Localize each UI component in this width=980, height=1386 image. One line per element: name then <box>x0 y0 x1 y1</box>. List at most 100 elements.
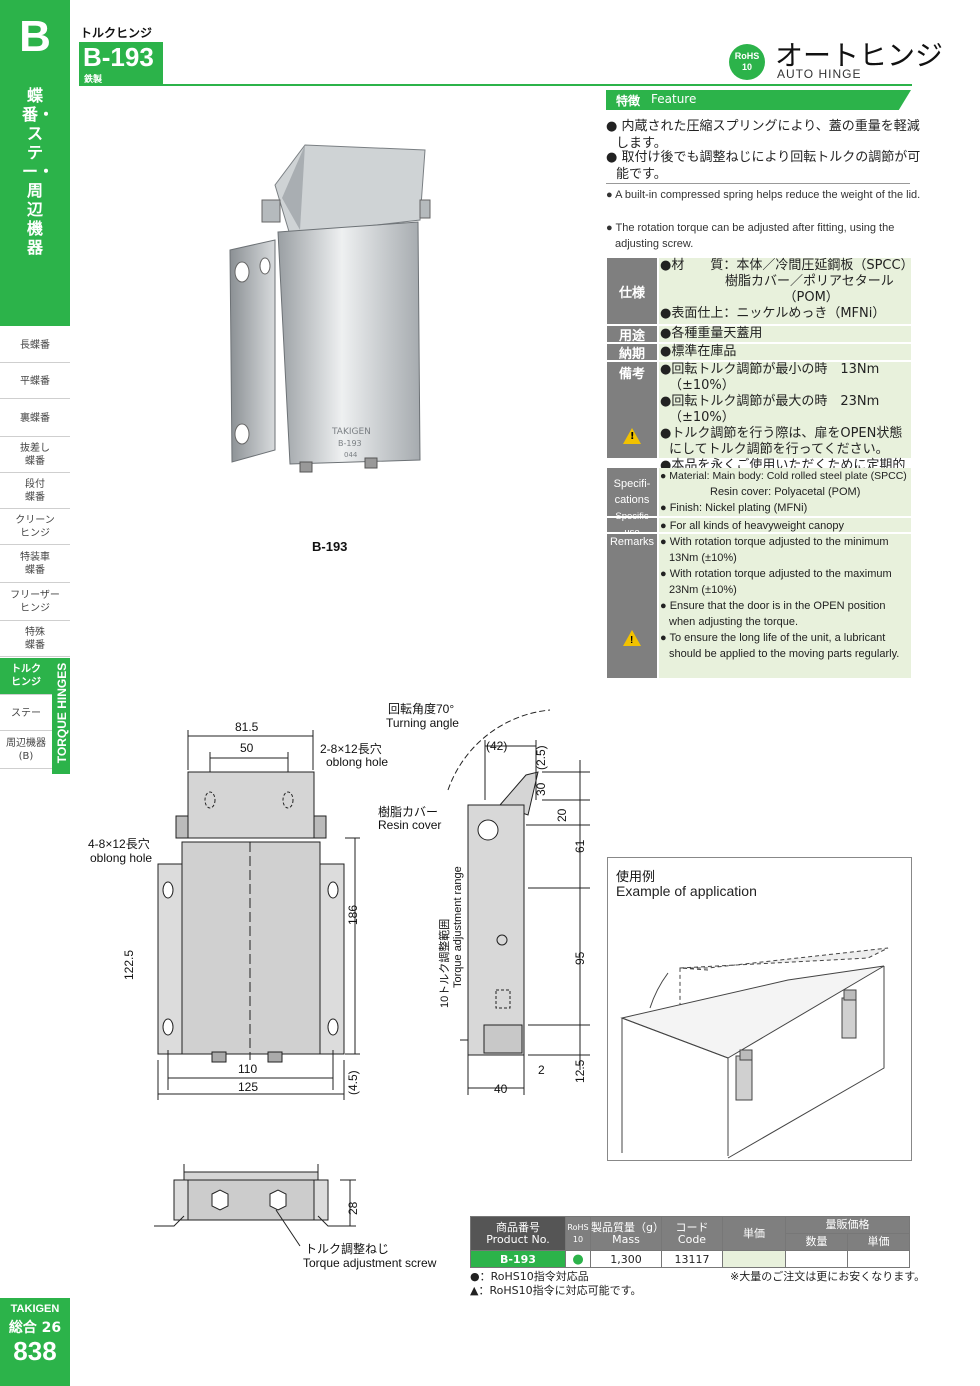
feature-divider <box>606 183 910 184</box>
warning-icon <box>623 428 641 444</box>
use-value: ●各種重量天蓋用 <box>659 326 911 342</box>
dim-122-5: 122.5 <box>122 949 136 980</box>
model-code: B-193 <box>83 42 154 72</box>
header-divider <box>160 84 912 86</box>
col-code: コード Code <box>661 1216 723 1251</box>
dim-95: 95 <box>573 951 587 965</box>
product-photo: TAKIGEN B-193 044 <box>229 144 431 473</box>
page-number: 838 <box>13 1336 57 1366</box>
category-sidebar: B 蝶番・ステー・周辺機器 長蝶番 平蝶番 裏蝶番 抜差し 蝶番 段付 蝶番 ク… <box>0 0 70 1386</box>
feature-jp-1: ● 内蔵された圧縮スプリングにより、蓋の重量を軽減します。 <box>606 119 920 151</box>
slot-side-label-en: oblong hole <box>90 851 153 865</box>
cell-code: 13117 <box>661 1250 723 1268</box>
dim-20: 20 <box>555 808 569 822</box>
use-label: 用途 <box>607 326 657 344</box>
col-volume-price: 量販価格 <box>785 1216 910 1234</box>
brand-name: TAKIGEN <box>10 1303 60 1315</box>
angle-label-en: Turning angle <box>386 716 459 730</box>
category-title: トルクヒンジ <box>80 26 153 40</box>
col-product: 商品番号 Product No. <box>470 1216 566 1251</box>
sidebar-item-vehicle-hinge[interactable]: 特装車 蝶番 <box>0 546 70 583</box>
feature-header: 特徴 Feature <box>606 90 911 110</box>
use-value-en: ● For all kinds of heavyweight canopy <box>659 518 911 532</box>
application-label: 使用例 <box>616 870 656 885</box>
dim-40: 40 <box>494 1082 508 1096</box>
use-label-en: Specific use <box>607 511 657 538</box>
sidebar-item-special-hinge[interactable]: 特殊 蝶番 <box>0 622 70 657</box>
sidebar-item-stay[interactable]: ステー <box>0 696 52 731</box>
dim-42: (42) <box>486 739 508 753</box>
material-label: 鉄製 <box>84 75 103 85</box>
col-mass: 製品質量（g） Mass <box>590 1216 664 1251</box>
feature-jp-2: ● 取付け後でも調整ねじにより回転トルクの調節が可能です。 <box>606 150 921 182</box>
sidebar-item-concealed-hinge[interactable]: 裏蝶番 <box>0 400 70 437</box>
dim-2: 2 <box>538 1063 545 1077</box>
cell-product: B-193 <box>470 1250 566 1268</box>
note-rohs-ok: ●：RoHS10指令対応品 <box>470 1270 589 1283</box>
model-badge: B-193 鉄製 <box>79 42 163 86</box>
sidebar-item-flat-hinge[interactable]: 平蝶番 <box>0 364 70 399</box>
dim-110: 110 <box>238 1062 258 1076</box>
sidebar-item-clean-hinge[interactable]: クリーン ヒンジ <box>0 510 70 545</box>
resin-cover-label-en: Resin cover <box>378 818 442 832</box>
sidebar-item-freezer-hinge[interactable]: フリーザー ヒンジ <box>0 584 70 621</box>
dim-4-5: (4.5) <box>346 1070 360 1095</box>
adjust-screw-label: トルク調整ねじ <box>305 1242 390 1256</box>
sidebar-item-peripherals[interactable]: 周辺機器 (B) <box>0 732 52 769</box>
order-table: 商品番号 Product No. RoHS 10 製品質量（g） Mass コー… <box>470 1216 910 1268</box>
col-rohs: RoHS 10 <box>565 1216 591 1251</box>
feature-label-en: Feature <box>651 92 697 106</box>
dim-81-5: 81.5 <box>235 720 259 734</box>
dim-61: 61 <box>573 839 587 853</box>
dim-12-5: 12.5 <box>573 1059 587 1083</box>
cell-mass: 1,300 <box>590 1250 662 1268</box>
warning-icon-en <box>623 630 641 649</box>
rohs-number: 10 <box>741 62 752 72</box>
dim-28: 28 <box>346 1201 360 1215</box>
slot-top-label: 2-8×12長穴 <box>320 742 382 756</box>
photo-stamp-model: B-193 <box>338 439 362 448</box>
cell-qty <box>785 1250 848 1268</box>
section-vertical-tab: TORQUE HINGES <box>52 658 70 774</box>
sidebar-item-long-hinge[interactable]: 長蝶番 <box>0 328 70 363</box>
slot-side-label: 4-8×12長穴 <box>88 837 150 851</box>
torque-range-label: 10トルク調整範囲 <box>439 918 451 1008</box>
sidebar-item-torque-hinge[interactable]: トルク ヒンジ <box>0 658 52 695</box>
side-view-drawing <box>447 709 590 1095</box>
product-title: オートヒンジ <box>775 39 944 72</box>
photo-stamp-brand: TAKIGEN <box>331 427 371 437</box>
dim-125: 125 <box>238 1080 259 1094</box>
table-row: B-193 ● 1,300 13117 <box>470 1250 910 1268</box>
col-price: 単価 <box>722 1216 786 1251</box>
section-letter: B <box>19 12 51 61</box>
remarks-values: ●回転トルク調節が最小の時 13Nm（±10%） ●回転トルク調節が最大の時 2… <box>659 362 911 505</box>
front-view-drawing <box>157 730 360 1100</box>
feature-en-2: ● The rotation torque can be adjusted af… <box>606 222 895 250</box>
application-example: 使用例 Example of application <box>607 857 912 1161</box>
delivery-value: ●標準在庫品 <box>659 344 911 360</box>
adjust-screw-label-en: Torque adjustment screw <box>303 1256 437 1270</box>
slot-top-label-en: oblong hole <box>326 755 389 769</box>
dim-2-5: (2.5) <box>534 745 548 770</box>
sidebar-category-block: B 蝶番・ステー・周辺機器 <box>0 0 70 326</box>
spec-label-en: Specifi- cations <box>607 468 657 516</box>
dim-50: 50 <box>240 741 254 755</box>
photo-caption: B-193 <box>312 539 348 554</box>
sidebar-item-offset-hinge[interactable]: 段付 蝶番 <box>0 474 70 509</box>
photo-stamp-number: 044 <box>344 451 358 459</box>
cell-price <box>722 1250 786 1268</box>
dim-186: 186 <box>346 904 360 925</box>
catalog-volume: 総合 26 <box>8 1320 62 1336</box>
sidebar-item-lift-off-hinge[interactable]: 抜差し 蝶番 <box>0 438 70 473</box>
application-label-en: Example of application <box>616 883 757 899</box>
feature-en-1: ● A built-in compressed spring helps red… <box>606 189 921 201</box>
feature-label-jp: 特徴 <box>616 94 641 108</box>
dim-30: 30 <box>534 782 548 796</box>
application-illustration <box>620 947 889 1159</box>
rohs-text: RoHS <box>734 51 760 61</box>
delivery-label: 納期 <box>607 344 657 362</box>
col-unit-price: 単価 <box>847 1233 910 1251</box>
cell-rohs: ● <box>565 1250 591 1268</box>
resin-cover-label: 樹脂カバー <box>378 805 439 819</box>
remarks-label: 備考 <box>607 362 657 458</box>
